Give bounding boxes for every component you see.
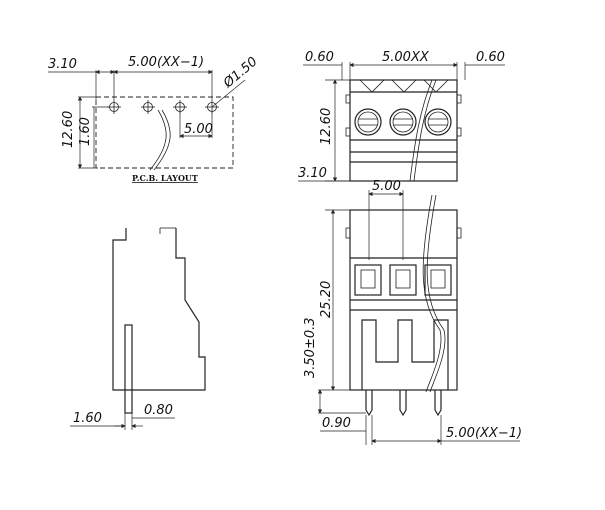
pcb-dim-pitch-total: 5.00(XX−1) [128,55,204,70]
side-dim-pin-thickness: 0.80 [144,403,173,418]
top-dim-height: 12.60 [319,108,334,145]
pcb-dim-inner: 1.60 [78,117,93,146]
pcb-dim-hole: Ø1.50 [220,54,260,91]
front-view: 5.00 25.20 3.50±0.3 0.90 5.00(XX−1) [303,179,522,445]
front-dim-pitch: 5.00 [372,179,401,194]
side-view: 1.60 0.80 [70,227,206,430]
top-dim-bottom: 3.10 [298,166,327,181]
pcb-dim-offset: 3.10 [48,57,77,72]
front-dim-pitch-total: 5.00(XX−1) [446,426,522,441]
pcb-dim-height: 12.60 [61,111,76,148]
pcb-dim-pitch: 5.00 [184,122,213,137]
top-view-screws [354,108,452,136]
pcb-holes [107,100,219,114]
top-dim-left: 0.60 [305,50,334,65]
front-dim-pin-offset: 0.90 [322,416,351,431]
top-view: 0.60 5.00XX 0.60 12.60 3.10 [298,50,505,182]
pcb-caption: P.C.B. LAYOUT [132,173,198,183]
side-dim-pin-width: 1.60 [73,411,102,426]
pcb-layout-view: 3.10 5.00(XX−1) Ø1.50 12.60 1.60 5.00 P.… [48,54,261,183]
front-view-pins [365,390,442,417]
top-dim-total: 5.00XX [382,50,430,65]
front-dim-total-height: 25.20 [319,281,334,318]
top-dim-right: 0.60 [476,50,505,65]
front-dim-pin-length: 3.50±0.3 [303,317,318,378]
front-view-openings [354,264,452,296]
